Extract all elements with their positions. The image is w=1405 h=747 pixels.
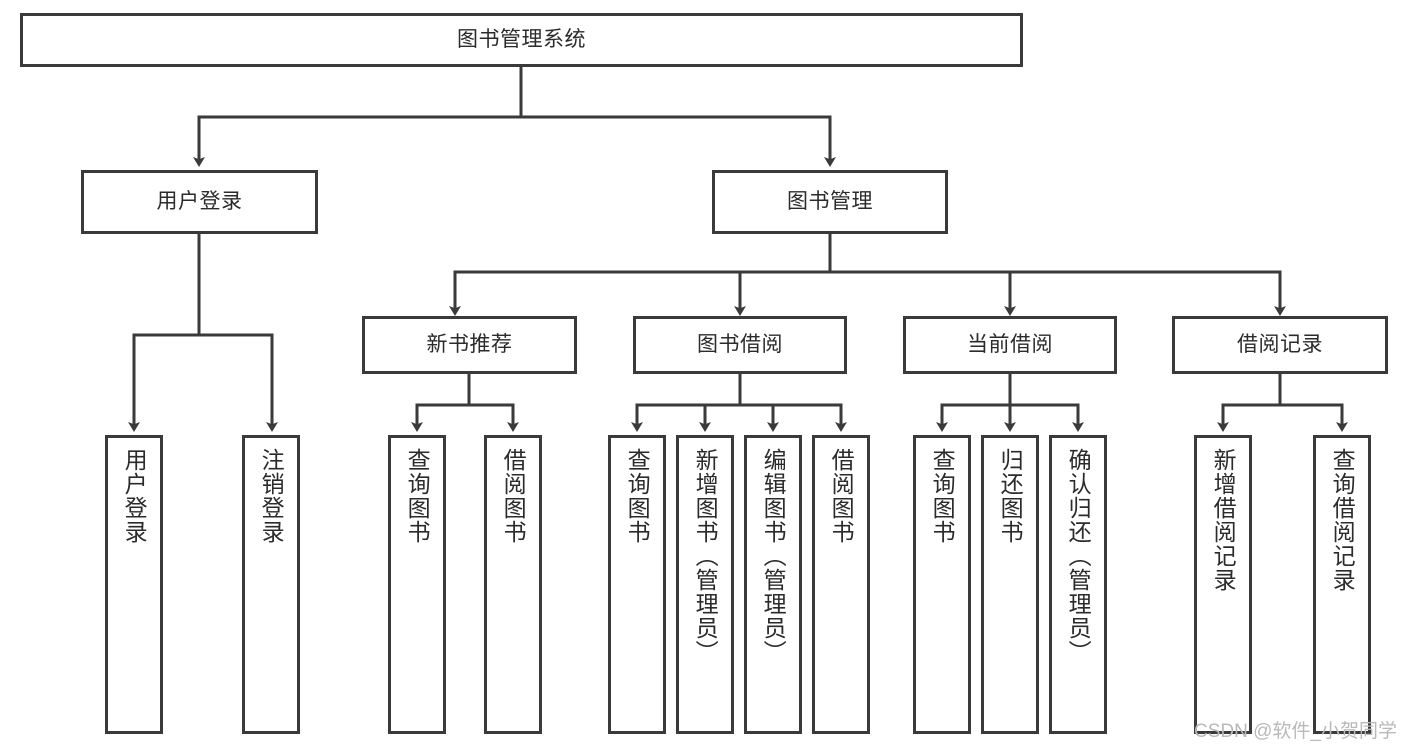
leaf-query-borrow-record[interactable]: 查询借阅记录 (1313, 435, 1371, 734)
leaf-add-borrow-record[interactable]: 新增借阅记录 (1194, 435, 1252, 734)
leaf-edit-book-admin[interactable]: 编辑图书（管理员） (744, 435, 802, 734)
leaf-add-borrow-record-label: 新增借阅记录 (1210, 448, 1237, 592)
leaf-borrow-book-2-label: 借阅图书 (828, 448, 855, 544)
leaf-logout-login[interactable]: 注销登录 (242, 435, 300, 734)
leaf-borrow-book-1[interactable]: 借阅图书 (484, 435, 542, 734)
leaf-query-book-2-label: 查询图书 (624, 448, 651, 544)
leaf-query-book-3[interactable]: 查询图书 (913, 435, 971, 734)
leaf-query-book-3-label: 查询图书 (929, 448, 956, 544)
leaf-confirm-return-admin-label: 确认归还（管理员） (1065, 448, 1092, 664)
leaf-add-book-admin[interactable]: 新增图书（管理员） (676, 435, 734, 734)
leaf-query-borrow-record-label: 查询借阅记录 (1329, 448, 1356, 592)
leaf-borrow-book-1-label: 借阅图书 (500, 448, 527, 544)
leaf-edit-book-admin-label: 编辑图书（管理员） (760, 448, 787, 664)
node-borrow-record[interactable]: 借阅记录 (1172, 316, 1388, 374)
leaf-user-login-label: 用户登录 (121, 448, 148, 544)
leaf-return-book-label: 归还图书 (997, 448, 1024, 544)
node-user-login[interactable]: 用户登录 (81, 170, 318, 234)
node-borrow-record-label: 借阅记录 (1237, 332, 1323, 356)
node-root-label: 图书管理系统 (457, 27, 586, 51)
node-book-borrow-label: 图书借阅 (697, 332, 783, 356)
node-book-borrow[interactable]: 图书借阅 (633, 316, 847, 374)
leaf-logout-login-label: 注销登录 (258, 448, 285, 544)
node-book-management-label: 图书管理 (787, 189, 873, 213)
node-user-login-label: 用户登录 (156, 189, 243, 213)
node-current-borrow-label: 当前借阅 (967, 332, 1053, 356)
leaf-return-book[interactable]: 归还图书 (981, 435, 1039, 734)
node-new-book-recommend-label: 新书推荐 (426, 332, 513, 356)
leaf-borrow-book-2[interactable]: 借阅图书 (812, 435, 870, 734)
leaf-confirm-return-admin[interactable]: 确认归还（管理员） (1049, 435, 1107, 734)
node-root[interactable]: 图书管理系统 (20, 13, 1023, 67)
leaf-query-book-1-label: 查询图书 (404, 448, 431, 544)
node-book-management[interactable]: 图书管理 (712, 170, 948, 234)
leaf-query-book-1[interactable]: 查询图书 (388, 435, 446, 734)
leaf-query-book-2[interactable]: 查询图书 (608, 435, 666, 734)
leaf-user-login[interactable]: 用户登录 (105, 435, 163, 734)
node-new-book-recommend[interactable]: 新书推荐 (362, 316, 577, 374)
leaf-add-book-admin-label: 新增图书（管理员） (692, 448, 719, 664)
node-current-borrow[interactable]: 当前借阅 (903, 316, 1117, 374)
watermark: CSDN @软件_小贺同学 (1194, 721, 1397, 742)
